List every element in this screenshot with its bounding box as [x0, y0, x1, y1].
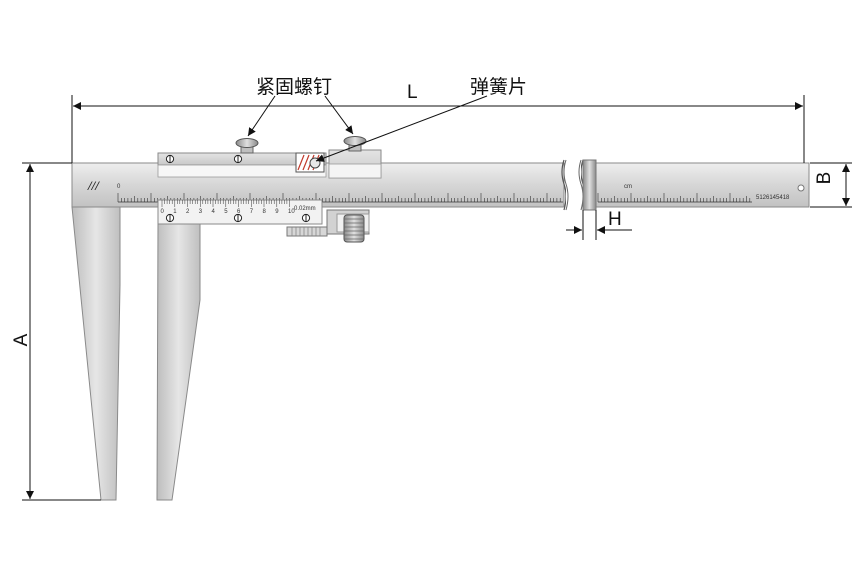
- dimension-L: [71, 95, 805, 163]
- scale-logo: ///: [87, 178, 100, 193]
- vernier-digit: 3: [199, 209, 203, 215]
- beam-hole: [797, 184, 805, 192]
- main-scale-ticks-right: [597, 193, 752, 203]
- vernier-scale-digits: 0 1 2 3 4 5 6 7 8 9 10: [161, 209, 296, 215]
- label-clamp-screw: 紧固螺钉: [256, 76, 332, 98]
- serial-number: 5126145418: [756, 195, 790, 201]
- vernier-digit: 4: [212, 209, 216, 215]
- dimension-A: [22, 162, 101, 501]
- vernier-slider[interactable]: 0 1 2 3 4 5 6 7 8 9 10 0.02mm: [157, 149, 382, 225]
- vernier-resolution: 0.02mm: [294, 206, 316, 212]
- clamp-screw-left[interactable]: [235, 138, 259, 154]
- vernier-digit: 7: [250, 209, 254, 215]
- stop-ring: [582, 159, 597, 211]
- dimension-H: [566, 210, 632, 240]
- vernier-digit: 5: [224, 209, 228, 215]
- vernier-digit: 9: [275, 209, 279, 215]
- label-dimension-H: H: [608, 209, 622, 230]
- label-dimension-B: B: [814, 172, 835, 185]
- vernier-digit: 1: [173, 209, 177, 215]
- vernier-scale-ticks: [161, 200, 290, 207]
- label-dimension-L: L: [407, 82, 418, 103]
- movable-jaw: [156, 223, 201, 501]
- label-spring-leaf: 弹簧片: [470, 76, 527, 98]
- label-dimension-A: A: [11, 333, 32, 346]
- dimension-B: [810, 162, 852, 208]
- vernier-digit: 2: [186, 209, 190, 215]
- fixed-jaw: [71, 206, 121, 501]
- vernier-digit: 0: [161, 209, 165, 215]
- fine-adjust-knob[interactable]: [343, 214, 365, 243]
- vernier-digit: 10: [288, 209, 295, 215]
- vernier-digit: 6: [237, 209, 241, 215]
- vernier-digit: 8: [263, 209, 267, 215]
- scale-zero-label: 0: [117, 184, 121, 190]
- scale-unit-label: cm: [624, 184, 632, 190]
